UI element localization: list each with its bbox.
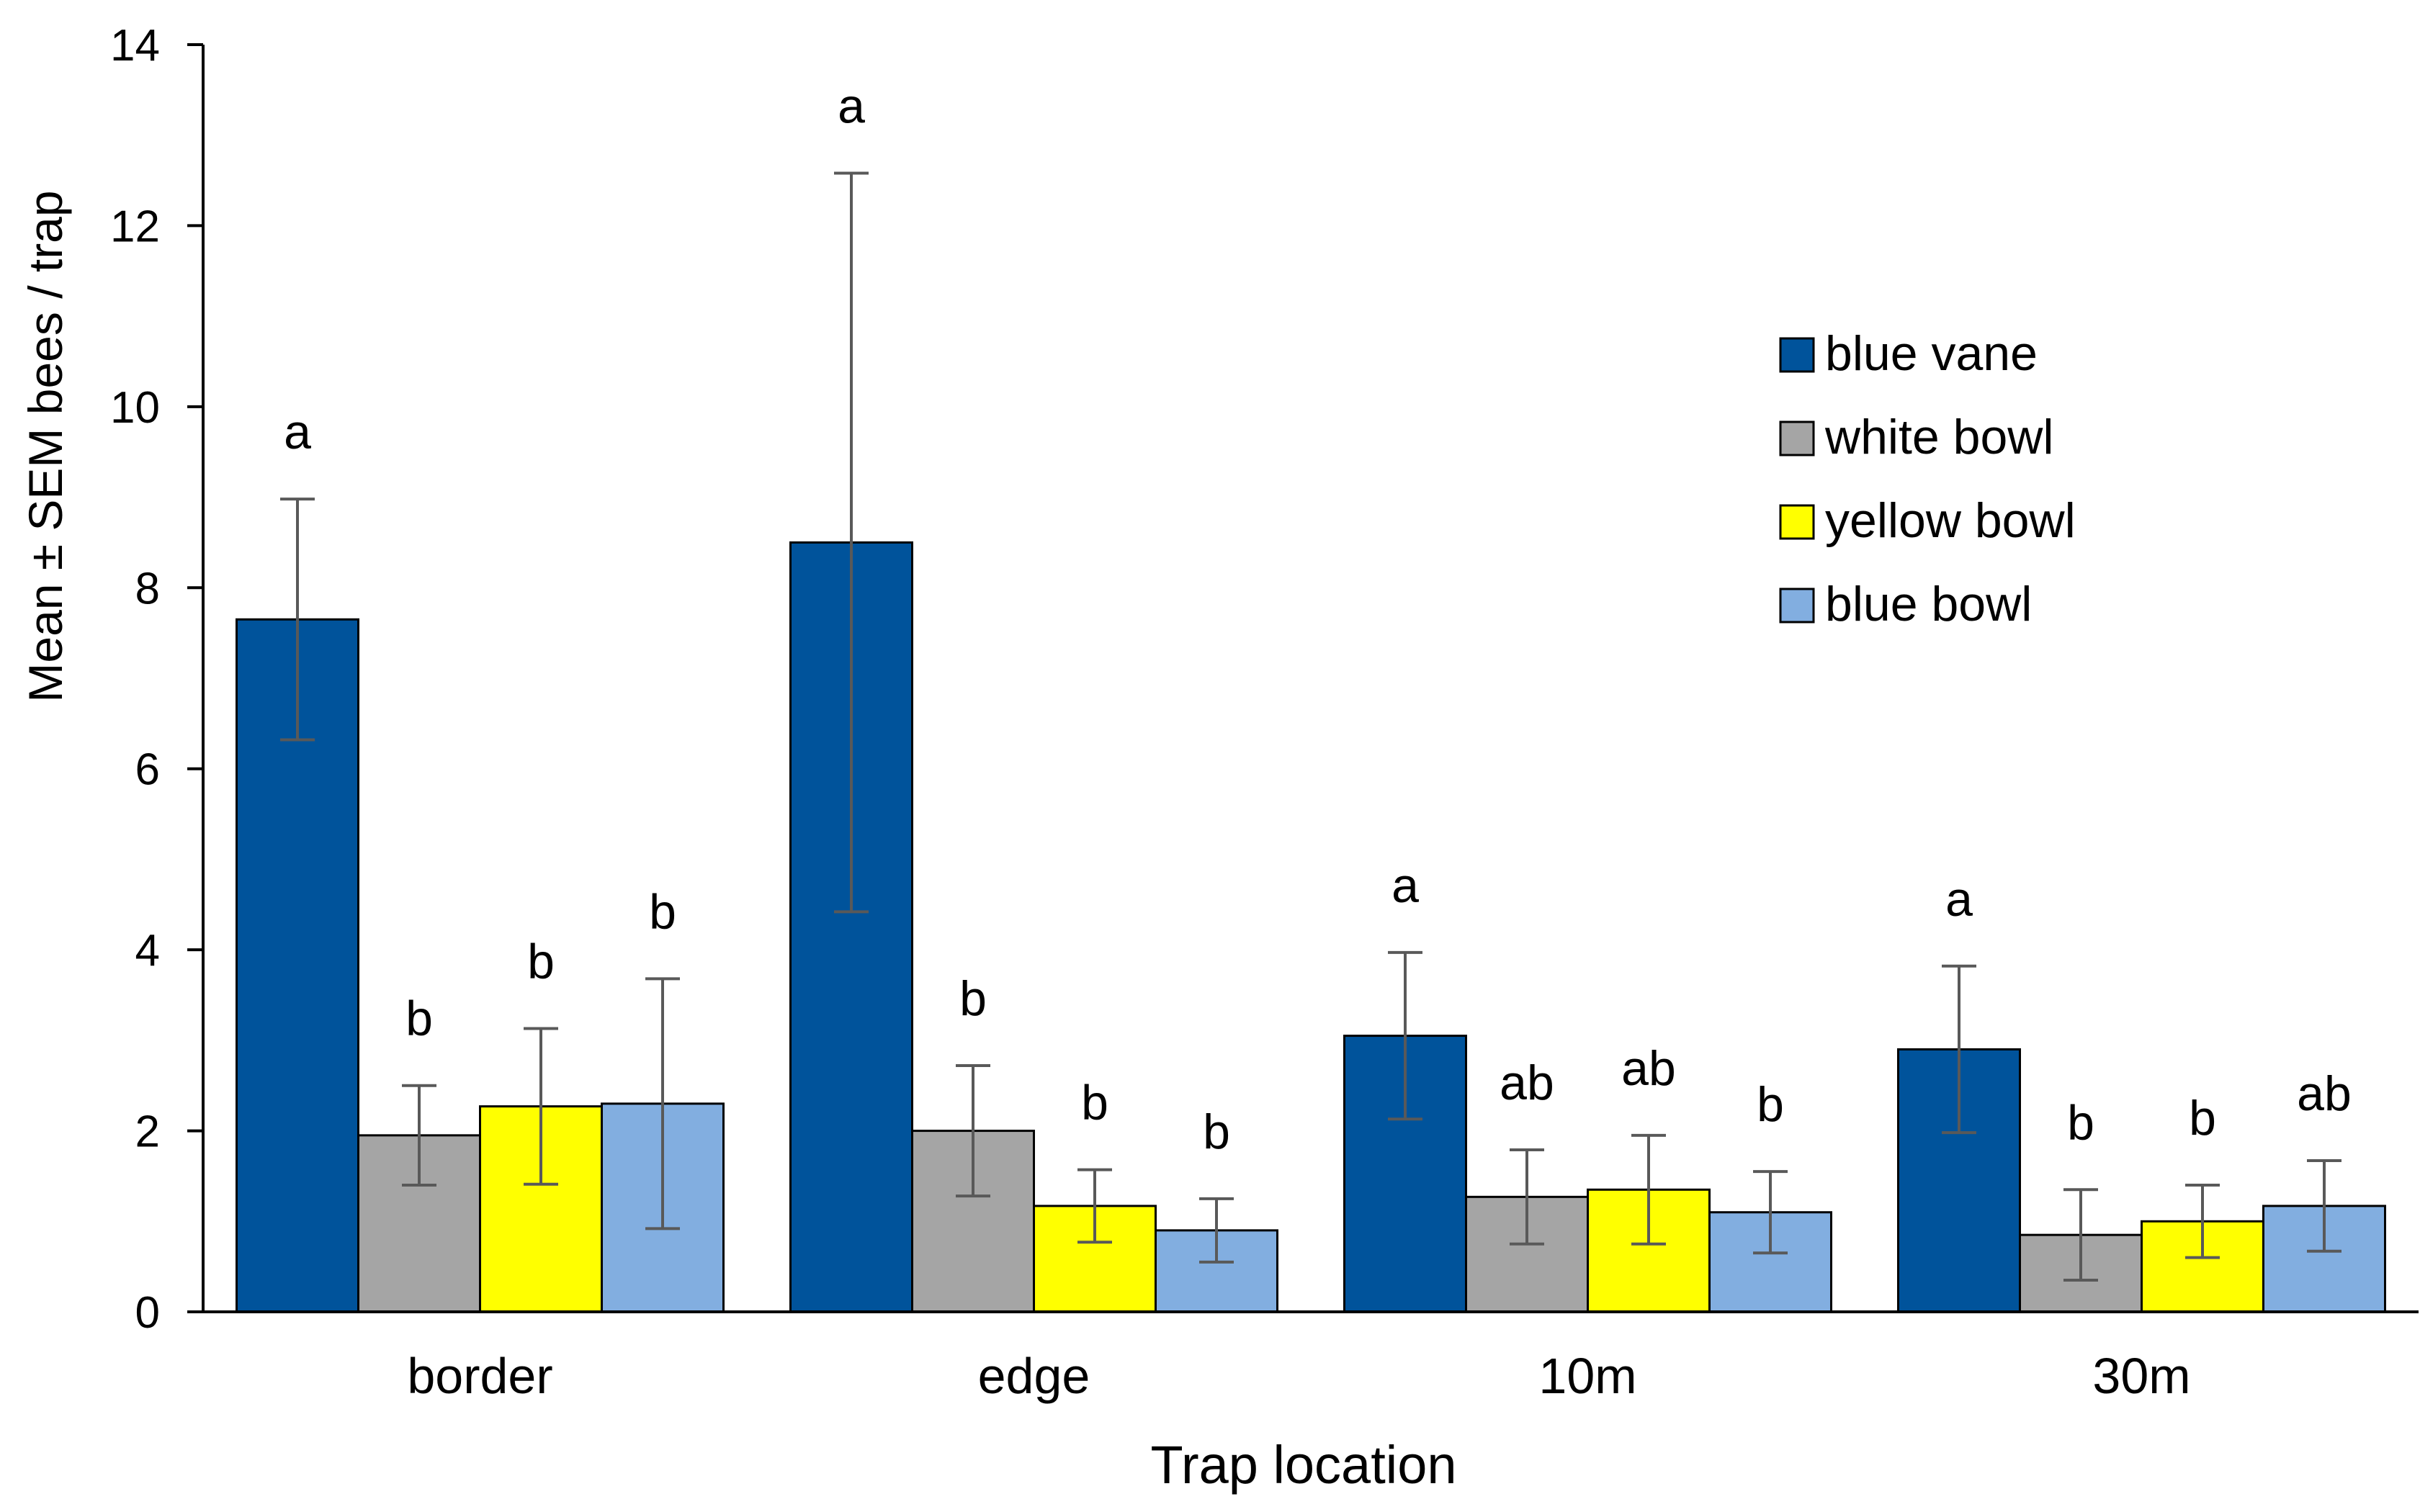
x-axis-title: Trap location — [1150, 1435, 1456, 1495]
significance-letter-blue-vane-border: a — [284, 405, 311, 459]
axes-layer: border edge 10m 30m 0 2 4 6 8 10 12 14 — [110, 21, 2419, 1404]
y-tick-label-8: 8 — [135, 564, 160, 613]
bars-layer — [236, 541, 2386, 1313]
y-tick-label-12: 12 — [110, 202, 160, 251]
x-tick-label-30m: 30m — [2092, 1348, 2190, 1404]
legend-swatch-white-bowl — [1779, 420, 1815, 456]
legend-label-blue-vane: blue vane — [1825, 326, 2038, 381]
significance-letter-white-bowl-10m: ab — [1500, 1056, 1554, 1110]
significance-letter-blue-bowl-30m: ab — [2297, 1066, 2352, 1121]
significance-letter-blue-bowl-edge: b — [1203, 1104, 1230, 1159]
significance-letter-white-bowl-30m: b — [2067, 1095, 2094, 1150]
y-tick-label-2: 2 — [135, 1107, 160, 1157]
y-tick-label-0: 0 — [135, 1288, 160, 1338]
legend-swatch-yellow-bowl — [1779, 504, 1815, 540]
significance-letter-blue-bowl-border: b — [649, 884, 676, 939]
significance-letter-yellow-bowl-border: b — [527, 935, 555, 989]
legend-label-white-bowl: white bowl — [1824, 410, 2054, 464]
legend-swatch-blue-bowl — [1779, 588, 1815, 624]
x-tick-label-10m: 10m — [1538, 1348, 1636, 1404]
legend-label-blue-bowl: blue bowl — [1825, 577, 2032, 631]
significance-letter-white-bowl-border: b — [405, 991, 433, 1046]
legend: blue vane white bowl yellow bowl blue bowl — [1779, 326, 2076, 631]
legend-swatch-blue-vane — [1779, 337, 1815, 373]
significance-letter-blue-bowl-10m: b — [1757, 1077, 1784, 1132]
significance-letter-yellow-bowl-10m: ab — [1621, 1041, 1676, 1096]
x-tick-label-border: border — [407, 1348, 552, 1404]
significance-letter-blue-vane-edge: a — [838, 79, 865, 134]
error-bars-layer — [280, 171, 2341, 1282]
significance-letter-white-bowl-edge: b — [959, 971, 987, 1026]
y-axis-title: Mean ± SEM bees / trap — [19, 190, 72, 702]
x-tick-label-edge: edge — [978, 1348, 1090, 1404]
significance-letter-yellow-bowl-edge: b — [1081, 1076, 1108, 1130]
y-tick-label-14: 14 — [110, 21, 160, 71]
y-tick-label-4: 4 — [135, 926, 160, 976]
y-tick-label-6: 6 — [135, 745, 160, 795]
legend-label-yellow-bowl: yellow bowl — [1825, 493, 2076, 548]
significance-letter-yellow-bowl-30m: b — [2189, 1091, 2216, 1146]
significance-letter-blue-vane-10m: a — [1392, 858, 1419, 913]
y-tick-label-10: 10 — [110, 383, 160, 433]
significance-letter-blue-vane-30m: a — [1945, 872, 1973, 927]
